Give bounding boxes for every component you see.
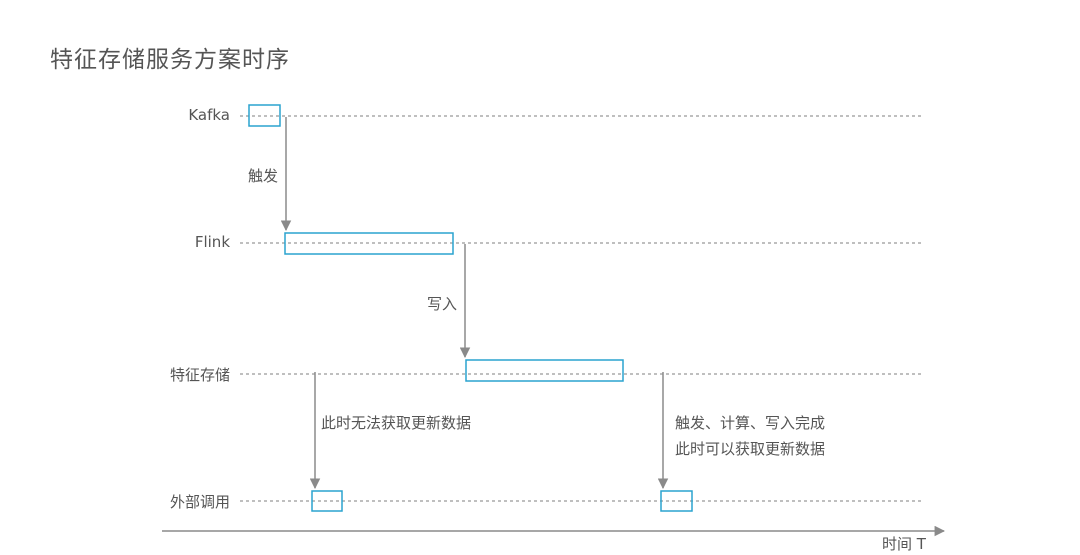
annotation-write: 写入 xyxy=(427,295,458,313)
annotation-cannot-get: 此时无法获取更新数据 xyxy=(321,414,472,432)
lane-label-feature-store: 特征存储 xyxy=(169,366,230,384)
time-axis-label: 时间 T xyxy=(882,535,926,553)
activation-external-call-2 xyxy=(660,490,693,512)
activation-external-call-1 xyxy=(311,490,343,512)
annotation-done-line1: 触发、计算、写入完成 xyxy=(675,414,826,432)
activation-feature-store xyxy=(465,359,624,382)
annotation-done-line2: 此时可以获取更新数据 xyxy=(675,440,826,458)
activation-flink xyxy=(284,232,454,255)
diagram-title: 特征存储服务方案时序 xyxy=(50,47,290,73)
annotation-trigger: 触发 xyxy=(248,167,279,185)
lane-label-kafka: Kafka xyxy=(188,106,230,124)
lane-label-flink: Flink xyxy=(194,233,230,251)
lane-label-external-call: 外部调用 xyxy=(169,493,230,511)
activation-kafka xyxy=(248,104,281,127)
